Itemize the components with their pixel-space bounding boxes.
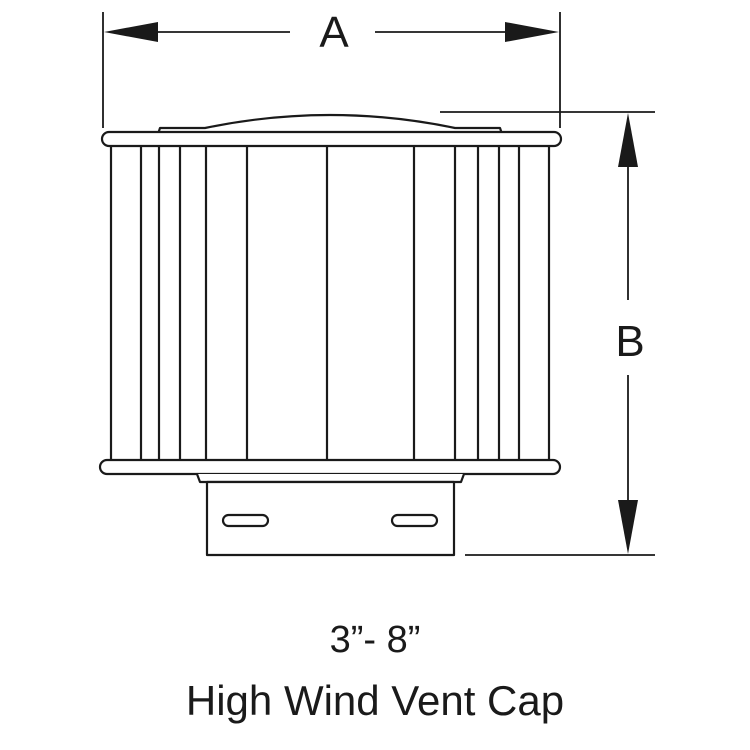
dimension-a-arrow-right xyxy=(505,22,559,42)
dimension-b-arrow-top xyxy=(618,113,638,167)
dimension-a: A xyxy=(102,8,561,128)
collar-flange xyxy=(195,472,466,484)
dimension-b-arrow-bottom xyxy=(618,500,638,554)
size-range-label: 3”- 8” xyxy=(329,619,421,661)
vent-cap xyxy=(98,113,563,557)
dimension-b: B xyxy=(440,111,655,556)
mounting-slot-left xyxy=(221,513,270,528)
dimension-a-arrow-left xyxy=(104,22,158,42)
mounting-sleeve xyxy=(205,480,456,557)
dimension-b-label: B xyxy=(615,317,644,366)
product-title: High Wind Vent Cap xyxy=(185,677,565,724)
mounting-slot-right xyxy=(390,513,439,528)
bottom-rim xyxy=(98,458,562,476)
louver-lines xyxy=(139,144,521,462)
shroud-body xyxy=(109,142,551,464)
cap-dome xyxy=(156,113,504,136)
dimension-a-label: A xyxy=(319,8,349,57)
top-rim xyxy=(100,130,563,148)
